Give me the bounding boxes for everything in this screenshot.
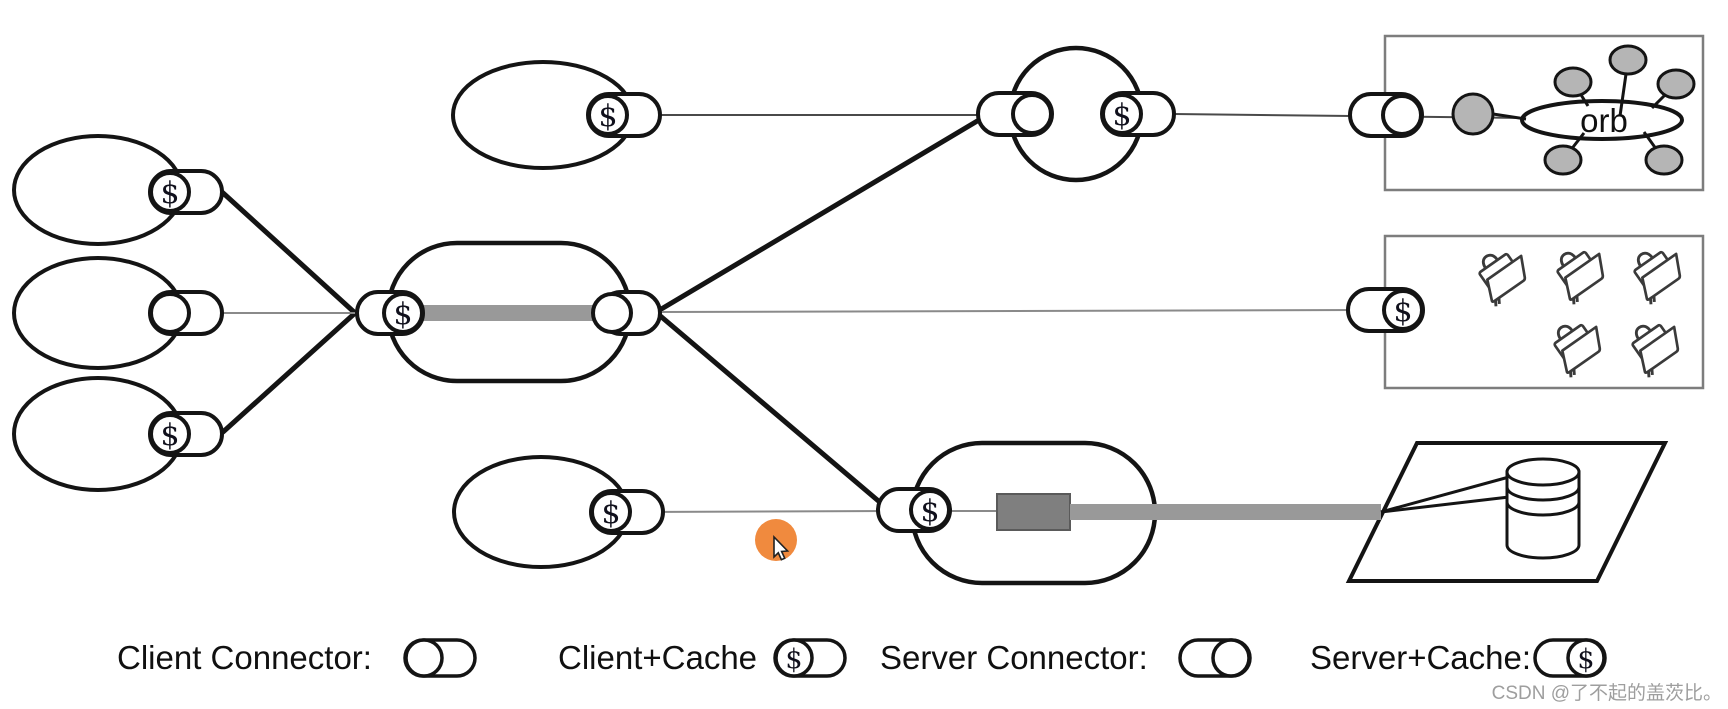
process-block bbox=[996, 493, 1071, 531]
cache-symbol: $ bbox=[1393, 294, 1412, 329]
cache-symbol: $ bbox=[160, 176, 179, 211]
server-connector bbox=[1348, 92, 1424, 138]
cursor-arrow-icon bbox=[773, 535, 790, 561]
relay-internal-bar bbox=[402, 305, 594, 321]
orb-entry-node bbox=[1451, 92, 1495, 136]
legend-glyph-client-connector bbox=[403, 638, 477, 678]
client-cache-connector: $ bbox=[589, 489, 665, 535]
data-pipe-bar bbox=[1070, 504, 1381, 520]
orb-ellipse bbox=[1520, 99, 1684, 141]
legend-label-client-connector: Client Connector: bbox=[117, 639, 372, 676]
legend-label-server-cache: Server+Cache: bbox=[1310, 639, 1531, 676]
cache-symbol: $ bbox=[1112, 98, 1131, 133]
watermark: CSDN @了不起的盖茨比。 bbox=[1492, 682, 1722, 704]
connection-line bbox=[655, 114, 987, 314]
db-link-line bbox=[1380, 495, 1510, 514]
satellite-node bbox=[1608, 44, 1648, 76]
orb-cluster: orb bbox=[1451, 44, 1696, 176]
server-cache-connector: $ bbox=[355, 290, 425, 336]
cache-symbol: $ bbox=[920, 494, 939, 529]
connection-line bbox=[657, 309, 1361, 313]
cursor[interactable] bbox=[755, 519, 797, 561]
satellite-node bbox=[1553, 66, 1593, 98]
cache-symbol: $ bbox=[785, 644, 802, 675]
connection-line bbox=[219, 189, 357, 315]
cache-symbol: $ bbox=[601, 496, 620, 531]
legend: Client Connector: Client+Cache $ Server … bbox=[117, 638, 1607, 678]
client-cache-connector: $ bbox=[148, 169, 224, 215]
connectors: $ $ $ $ $ bbox=[148, 91, 1425, 535]
connection-lines bbox=[190, 113, 1527, 513]
connection-line bbox=[639, 510, 901, 513]
db-link-line bbox=[1380, 475, 1510, 514]
client-cache-connector: $ bbox=[148, 411, 224, 457]
orb-link-line bbox=[1492, 112, 1527, 121]
client-cache-connector: $ bbox=[1100, 91, 1176, 137]
legend-label-server-connector: Server Connector: bbox=[880, 639, 1148, 676]
connection-line bbox=[655, 311, 885, 507]
legend-glyph-client-cache: $ bbox=[773, 638, 847, 678]
cache-symbol: $ bbox=[160, 418, 179, 453]
connection-line bbox=[220, 311, 357, 435]
cache-symbol: $ bbox=[1577, 644, 1594, 675]
satellite-node bbox=[1644, 144, 1684, 176]
client-cache-connector: $ bbox=[586, 92, 662, 138]
orb-label: orb bbox=[1580, 102, 1628, 139]
cache-symbol: $ bbox=[598, 99, 617, 134]
server-cache-connector: $ bbox=[876, 487, 952, 533]
server-connector bbox=[976, 91, 1054, 137]
client-connector bbox=[148, 290, 224, 336]
legend-glyph-server-connector bbox=[1178, 638, 1252, 678]
server-cache-connector: $ bbox=[1346, 287, 1425, 333]
cache-symbol: $ bbox=[393, 297, 412, 332]
legend-glyph-server-cache: $ bbox=[1533, 638, 1607, 678]
satellite-node bbox=[1656, 68, 1696, 100]
legend-label-client-cache: Client+Cache bbox=[558, 639, 757, 676]
client-connector bbox=[591, 290, 662, 336]
satellite-node bbox=[1543, 144, 1583, 176]
database-cylinder-icon bbox=[1505, 457, 1581, 560]
